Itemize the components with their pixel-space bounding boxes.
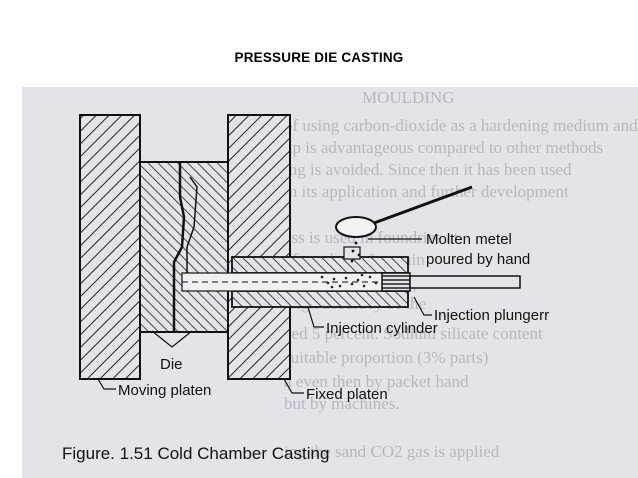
bg-line: ess is used in foundries at xyxy=(284,228,459,247)
die-cavity xyxy=(186,176,198,287)
label-die: Die xyxy=(160,356,183,373)
die-parting-line xyxy=(172,162,186,332)
leader-die xyxy=(151,330,193,348)
cold-chamber-diagram: MOULDING of using carbon-dioxide as a ha… xyxy=(62,88,638,463)
bg-line: ing the sand CO2 gas is applied xyxy=(284,442,500,461)
bg-line: MOULDING xyxy=(362,88,455,107)
ladle-icon xyxy=(335,185,473,263)
figure-caption: Figure. 1.51 Cold Chamber Casting xyxy=(62,444,329,463)
fixed-platen-shape xyxy=(227,114,291,380)
molten-metal-charge xyxy=(320,273,378,289)
leader-injection-plunger xyxy=(413,296,432,316)
bg-line: but by machines. xyxy=(284,394,400,413)
pour-hole xyxy=(343,246,361,260)
label-injection-plunger: Injection plungerr xyxy=(434,307,549,324)
bg-line: up is advantageous compared to other met… xyxy=(284,138,603,157)
bg-line: of using carbon-dioxide as a hardening m… xyxy=(284,116,638,135)
figure-scan: MOULDING of using carbon-dioxide as a ha… xyxy=(22,87,638,478)
leader-fixed-platen xyxy=(283,378,304,394)
slide-title: PRESSURE DIE CASTING xyxy=(234,50,404,65)
label-injection-cylinder: Injection cylinder xyxy=(326,320,438,337)
bg-line: ing is avoided. Since then it has been u… xyxy=(284,160,572,179)
label-fixed-platen: Fixed platen xyxy=(306,386,388,403)
bg-line: a even then by packet hand xyxy=(284,372,469,391)
label-molten-metal-2: poured by hand xyxy=(426,251,530,268)
moving-platen-shape xyxy=(79,114,141,380)
plunger-rod xyxy=(409,275,521,289)
label-molten-metal-1: Molten metel xyxy=(426,231,512,248)
leader-injection-cylinder xyxy=(307,306,324,328)
cylinder-bottom-wall xyxy=(231,290,409,308)
bg-line: in its application and further developme… xyxy=(284,182,569,201)
leader-moving-platen xyxy=(97,378,116,390)
label-moving-platen: Moving platen xyxy=(118,382,211,399)
cylinder-top-wall xyxy=(231,256,409,274)
bg-line: suitable proportion (3% parts) xyxy=(284,348,488,367)
die-shape xyxy=(139,161,229,333)
plunger-head xyxy=(381,272,411,292)
bg-line: ced 5 percent. Sodium silicate content xyxy=(284,324,543,343)
